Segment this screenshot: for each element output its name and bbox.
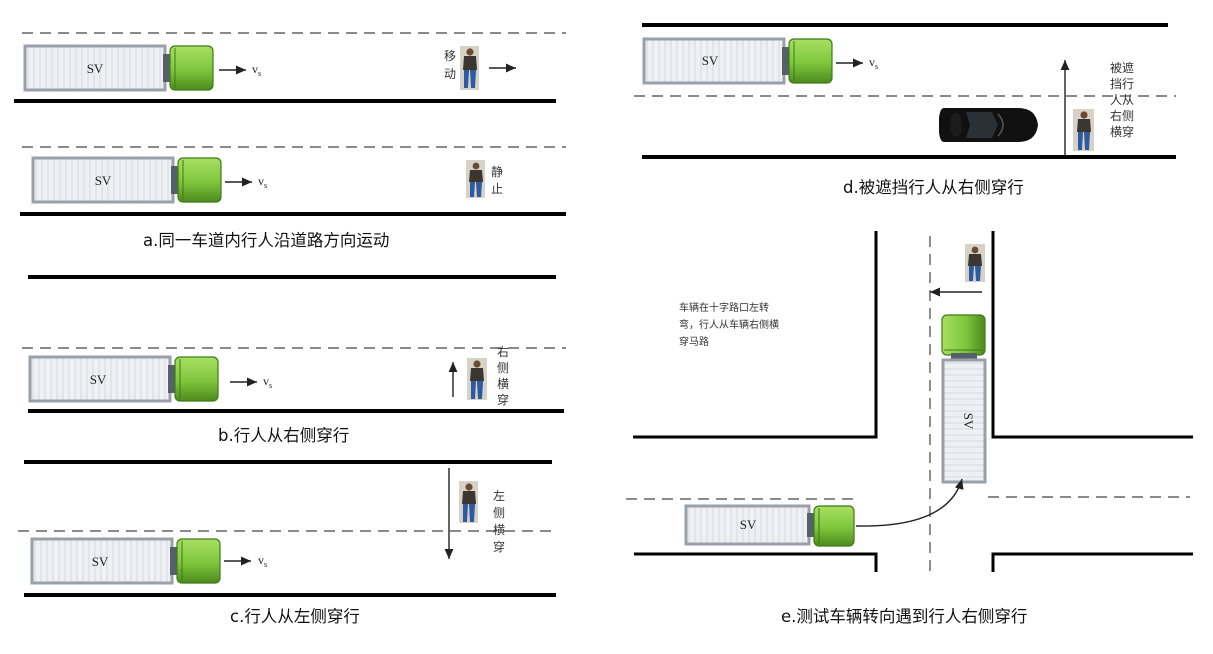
pedestrian-label: 横穿 [1110, 124, 1134, 139]
pedestrian-label: 穿 [497, 392, 509, 407]
panel-caption: a.同一车道内行人沿道路方向运动 [143, 231, 389, 250]
speed-label: vs [252, 62, 261, 78]
truck-icon: SV [686, 506, 854, 546]
pedestrian-label: 止 [491, 182, 503, 196]
truck-icon: SV [25, 46, 213, 90]
pedestrian-label: 静 [491, 165, 503, 179]
pedestrian-icon [467, 358, 487, 400]
pedestrian-label: 动 [444, 67, 456, 81]
speed-label: vs [258, 174, 267, 190]
vehicle-label: SV [92, 554, 109, 569]
panel-e: 车辆在十字路口左转 弯，行人从车辆右侧横 穿马路 SV SV e.测试车辆转 [626, 231, 1193, 626]
road-edge [634, 554, 876, 572]
speed-label: vs [869, 55, 878, 71]
pedestrian-label: 被遮 [1110, 60, 1134, 75]
truck-icon: SV [32, 539, 220, 583]
pedestrian-label: 横 [493, 523, 505, 537]
vehicle-label: SV [90, 372, 107, 387]
car-icon [939, 108, 1038, 142]
panel-b: SV vs 右 侧 横 穿 b.行人从右侧穿行 [22, 277, 566, 445]
pedestrian-label: 右 [497, 344, 509, 359]
speed-label: vs [263, 374, 272, 390]
vehicle-label: SV [95, 173, 112, 188]
scenario-note: 弯，行人从车辆右侧横 [679, 318, 779, 331]
pedestrian-label: 右侧 [1110, 108, 1134, 123]
truck-icon: SV [644, 39, 832, 83]
road-edge [993, 231, 1193, 437]
speed-label: vs [258, 553, 267, 569]
pedestrian-label: 侧 [497, 361, 509, 375]
pedestrian-icon [1073, 109, 1094, 151]
panel-c: SV vs 左 侧 横 穿 c.行人从左侧穿行 [18, 462, 558, 626]
road-edge [633, 231, 876, 437]
road-edge [993, 554, 1193, 572]
pedestrian-icon [466, 160, 485, 198]
pedestrian-label: 人从 [1110, 93, 1134, 107]
pedestrian-label: 移 [444, 49, 456, 63]
pedestrian-label: 左 [493, 488, 505, 503]
truck-icon: SV [30, 357, 218, 401]
panel-caption: e.测试车辆转向遇到行人右侧穿行 [781, 607, 1027, 626]
panel-d: SV vs 被遮 挡行 人从 右侧 横穿 d.被遮挡行人从右侧穿行 [634, 25, 1176, 197]
panel-caption: c.行人从左侧穿行 [230, 607, 360, 626]
vehicle-label: SV [961, 413, 976, 430]
truck-icon: SV [942, 315, 985, 482]
pedestrian-icon [965, 244, 985, 282]
pedestrian-label: 侧 [493, 506, 505, 520]
scenario-note: 穿马路 [679, 335, 709, 348]
turn-path-arrow-icon [856, 479, 962, 526]
scenario-note: 车辆在十字路口左转 [679, 301, 769, 314]
truck-icon: SV [33, 158, 221, 202]
vehicle-label: SV [702, 53, 719, 68]
pedestrian-icon [459, 481, 478, 523]
pedestrian-label: 挡行 [1110, 77, 1134, 91]
vehicle-label: SV [740, 517, 757, 532]
pedestrian-label: 穿 [493, 539, 505, 554]
panel-caption: d.被遮挡行人从右侧穿行 [843, 178, 1024, 197]
panel-a: SV vs 移 动 SV vs 静 止 [14, 33, 566, 250]
vehicle-label: SV [87, 61, 104, 76]
pedestrian-icon [460, 46, 479, 90]
panel-caption: b.行人从右侧穿行 [218, 426, 349, 445]
pedestrian-label: 横 [497, 377, 509, 391]
